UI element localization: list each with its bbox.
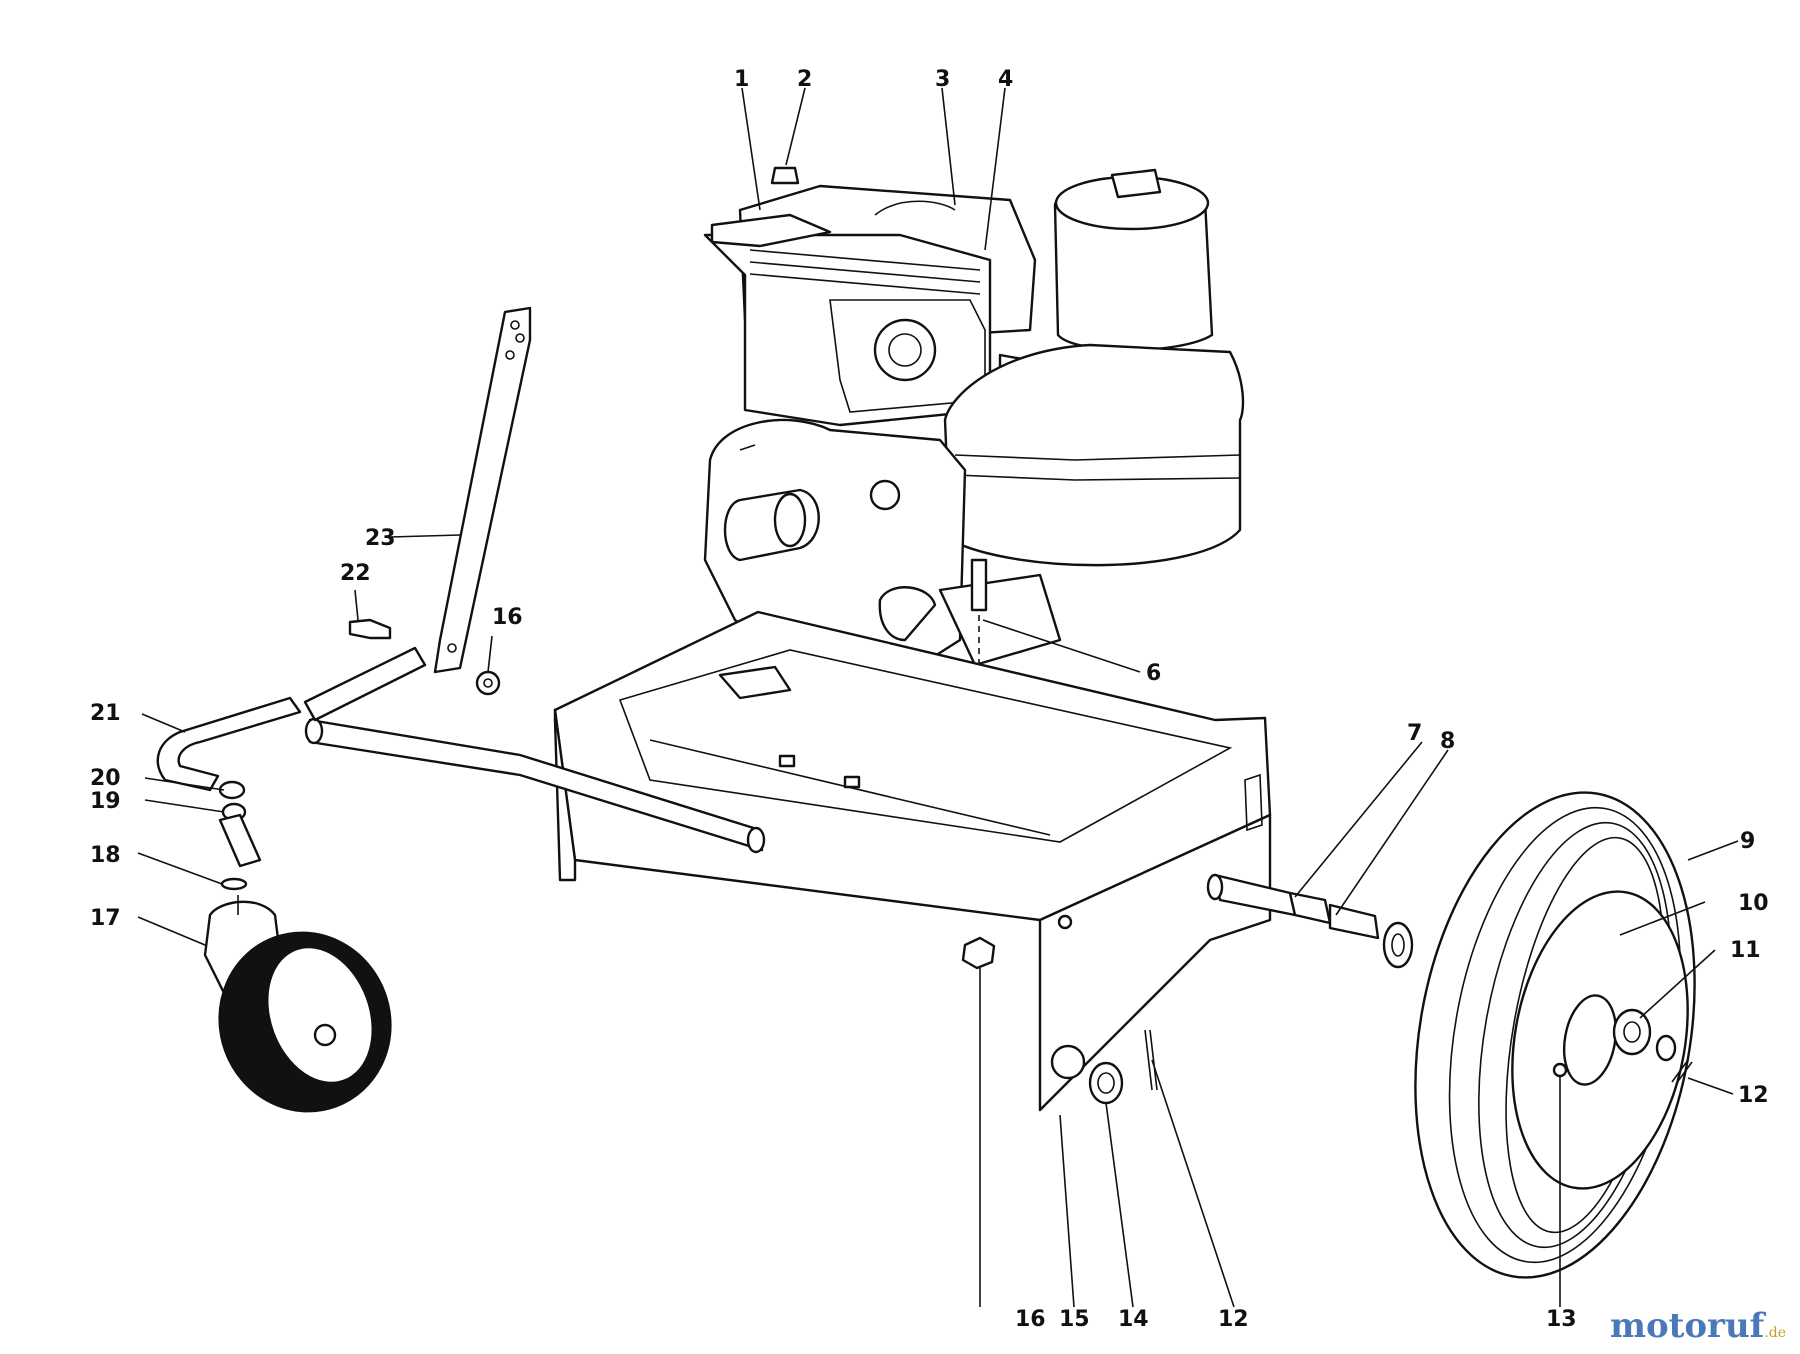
caster-wheel — [218, 931, 392, 1113]
callout-15: 15 — [1059, 1307, 1090, 1332]
callout-22: 22 — [340, 561, 371, 586]
callout-16-bottom: 16 — [1015, 1307, 1046, 1332]
watermark-main: motoruf — [1610, 1306, 1765, 1346]
callout-labels: 1 2 3 4 6 7 8 9 10 11 12 12 13 14 15 16 … — [90, 67, 1769, 1332]
callout-3: 3 — [935, 67, 950, 92]
callout-13: 13 — [1546, 1307, 1577, 1332]
rear-axle-shaft — [1206, 873, 1414, 969]
leader-lines — [137, 87, 1739, 1308]
callout-6: 6 — [1146, 661, 1161, 686]
callout-4: 4 — [998, 67, 1013, 92]
callout-21: 21 — [90, 701, 121, 726]
callout-16-top: 16 — [492, 605, 523, 630]
callout-14: 14 — [1118, 1307, 1149, 1332]
callout-9: 9 — [1740, 829, 1755, 854]
callout-11: 11 — [1730, 938, 1761, 963]
callout-2: 2 — [797, 67, 812, 92]
callout-17: 17 — [90, 906, 121, 931]
callout-7: 7 — [1407, 721, 1422, 746]
callout-12-right: 12 — [1738, 1083, 1769, 1108]
watermark-logo: motoruf.de — [1610, 1306, 1786, 1346]
callout-19: 19 — [90, 789, 121, 814]
rear-wheel — [1414, 791, 1696, 1279]
callout-23: 23 — [365, 526, 396, 551]
front-axle — [304, 717, 766, 854]
callout-8: 8 — [1440, 729, 1455, 754]
deck-frame — [553, 610, 1272, 1112]
callout-12-bottom: 12 — [1218, 1307, 1249, 1332]
handle-bracket — [348, 306, 532, 696]
callout-10: 10 — [1738, 891, 1769, 916]
watermark-tld: .de — [1764, 1325, 1786, 1341]
callout-18: 18 — [90, 843, 121, 868]
small-hardware — [961, 936, 1158, 1105]
callout-1: 1 — [734, 67, 749, 92]
callout-20: 20 — [90, 766, 121, 791]
engine-assembly — [703, 166, 1245, 750]
